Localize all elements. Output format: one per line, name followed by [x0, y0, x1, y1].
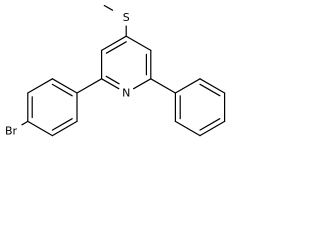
- bond-phenyl-1-2: [174, 78, 201, 94]
- atom-label-nitrogen: N: [122, 87, 130, 100]
- molecule-structure: S N Br: [5, 4, 226, 138]
- bond-bromophenyl-2-3: [27, 78, 54, 94]
- bond-bromophenyl-1-2-inner: [51, 83, 73, 97]
- atom-label-sulfur: S: [123, 11, 130, 24]
- bond-c6-nitrogen: [133, 78, 152, 90]
- bond-bromophenyl-5-6: [51, 120, 78, 137]
- bond-phenyl-2-3: [199, 78, 226, 94]
- bond-carbon-bromine: [21, 120, 29, 126]
- bond-bromophenyl-1-2: [51, 78, 78, 94]
- bond-c3-c4: [100, 35, 127, 52]
- bond-phenyl-5-6: [174, 120, 201, 137]
- bond-bromophenyl-4-5: [27, 120, 54, 137]
- bond-c6-phenyl: [150, 78, 176, 94]
- bond-c2-bromophenyl: [76, 78, 103, 94]
- bond-nitrogen-c2: [100, 78, 120, 90]
- atom-label-bromine: Br: [5, 125, 18, 138]
- bond-phenyl-2-3-inner: [199, 83, 221, 97]
- bond-c3-c4-inner: [105, 41, 127, 54]
- bond-phenyl-4-5-inner: [199, 118, 221, 131]
- phenyl-ring: [150, 78, 226, 137]
- bond-methyl-sulfur: [103, 4, 114, 11]
- pyridine-ring: [100, 35, 152, 90]
- bond-nitrogen-c2-inner: [105, 75, 120, 85]
- methylthio-group: [103, 4, 127, 37]
- bond-c4-c5: [125, 35, 152, 52]
- bond-phenyl-4-5: [199, 120, 226, 137]
- bromophenyl-ring: [21, 78, 103, 137]
- bond-bromophenyl-5-6-inner: [51, 118, 73, 131]
